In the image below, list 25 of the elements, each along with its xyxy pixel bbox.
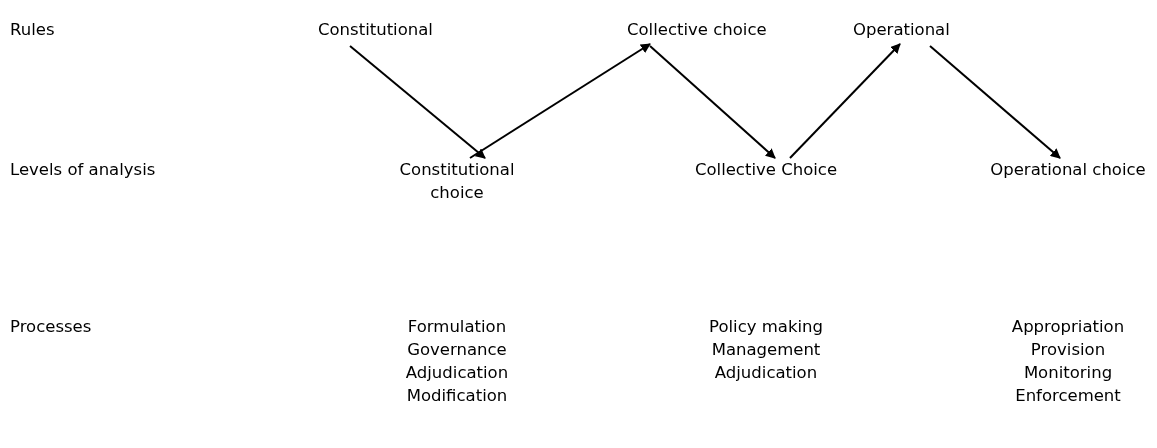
arrow — [789, 43, 901, 159]
node-text: Operational — [853, 18, 968, 44]
process-item: Governance — [407, 339, 507, 361]
process-item: Management — [711, 339, 821, 361]
process-item: Adjudication — [405, 362, 509, 384]
node-text: Collective Choice — [681, 158, 851, 206]
process-item: Policy making — [709, 316, 823, 338]
arrow — [469, 43, 651, 159]
process-item: Monitoring — [1023, 362, 1113, 384]
process-item: Provision — [1030, 339, 1106, 361]
node-text: Constitutional — [318, 18, 453, 44]
process-item: Modification — [406, 385, 508, 407]
arrow — [929, 45, 1061, 159]
node-text: Collective choice — [627, 18, 792, 44]
arrow — [349, 45, 486, 159]
row-heading: Processes — [10, 316, 92, 338]
node-text: Constitutional choice — [372, 158, 542, 206]
node-text: Operational choice — [983, 158, 1153, 206]
process-item: Adjudication — [714, 362, 818, 384]
row-heading: Rules — [10, 19, 55, 41]
process-item: Formulation — [407, 316, 507, 338]
arrow — [649, 45, 776, 159]
row-heading: Levels of analysis — [10, 159, 156, 181]
process-item: Appropriation — [1011, 316, 1125, 338]
process-item: Enforcement — [1015, 385, 1121, 407]
